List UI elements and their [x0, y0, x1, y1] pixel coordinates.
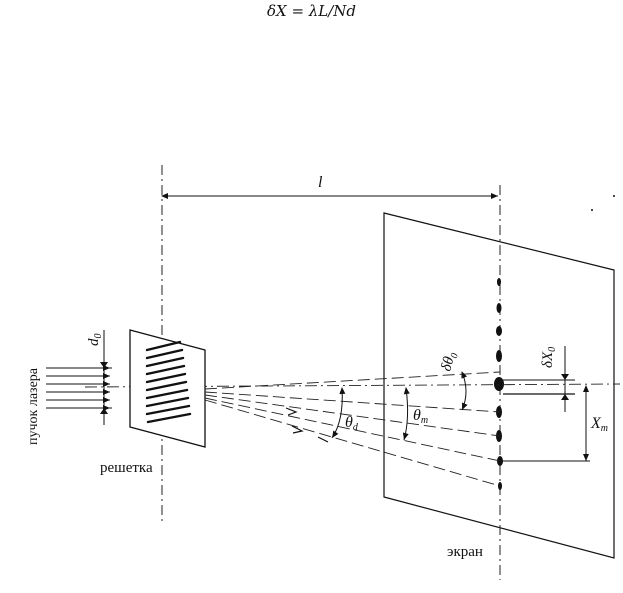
angle-arc-theta-m [402, 387, 410, 441]
screen [383, 212, 615, 559]
angle-arc-theta-d [331, 387, 346, 439]
angle-arc-delta-theta [461, 371, 468, 411]
spot [496, 326, 502, 336]
spot [496, 303, 502, 313]
laser-beam [46, 365, 110, 411]
spot [498, 482, 502, 490]
formula: δX = λL/Nd [266, 2, 357, 20]
ray-arrows [285, 407, 329, 443]
spot-central [494, 377, 504, 391]
delta-theta-label: δθ0 [438, 350, 460, 373]
spot [497, 278, 501, 286]
angle-label-theta-m: θm [413, 407, 428, 426]
x-m-label: Xm [590, 415, 608, 434]
diffracted-rays [204, 371, 501, 487]
grating-label: решетка [100, 460, 153, 476]
beam-label: пучок лазера [26, 367, 41, 445]
diffraction-spots [494, 278, 504, 490]
spot [496, 350, 502, 362]
spot [497, 456, 503, 466]
delta-x-label: δX0 [540, 347, 558, 368]
screen-label: экран [447, 544, 483, 560]
grating [129, 329, 206, 448]
beam-width-label: d0 [86, 334, 104, 347]
distance-label: l [318, 174, 323, 191]
angle-label-theta-d: θd [345, 414, 359, 433]
grating-slits [145, 340, 192, 424]
